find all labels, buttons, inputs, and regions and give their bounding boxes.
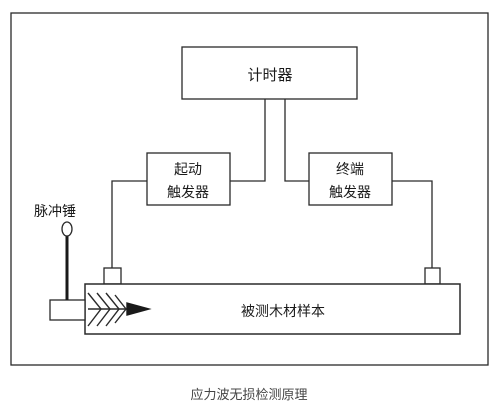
hammer-label: 脉冲锤 <box>34 204 76 220</box>
hammer-anvil <box>49 299 86 321</box>
connection-wires <box>111 99 433 268</box>
outer-frame <box>10 12 489 366</box>
stress-wave-arrow-icon <box>87 292 152 327</box>
figure-caption: 应力波无损检测原理 <box>190 387 307 403</box>
start-trigger-box: 起动 触发器 <box>146 152 231 206</box>
wire-end-sensor <box>392 180 433 268</box>
start-trigger-label-line1: 起动 <box>174 162 202 178</box>
wire-timer-start <box>230 99 266 182</box>
start-sensor <box>103 267 122 285</box>
wire-timer-end <box>284 99 309 182</box>
end-trigger-box: 终端 触发器 <box>308 152 393 206</box>
end-sensor <box>424 267 441 285</box>
impulse-hammer: 脉冲锤 <box>34 204 86 321</box>
wire-start-sensor <box>111 180 147 268</box>
start-trigger-label-line2: 触发器 <box>167 185 209 201</box>
timer-box: 计时器 <box>181 46 358 100</box>
end-trigger-label-line1: 终端 <box>336 162 364 178</box>
timer-label: 计时器 <box>247 66 292 84</box>
sample-label: 被测木材样本 <box>241 304 325 320</box>
hammer-head-icon <box>61 221 73 237</box>
end-trigger-label-line2: 触发器 <box>329 185 371 201</box>
